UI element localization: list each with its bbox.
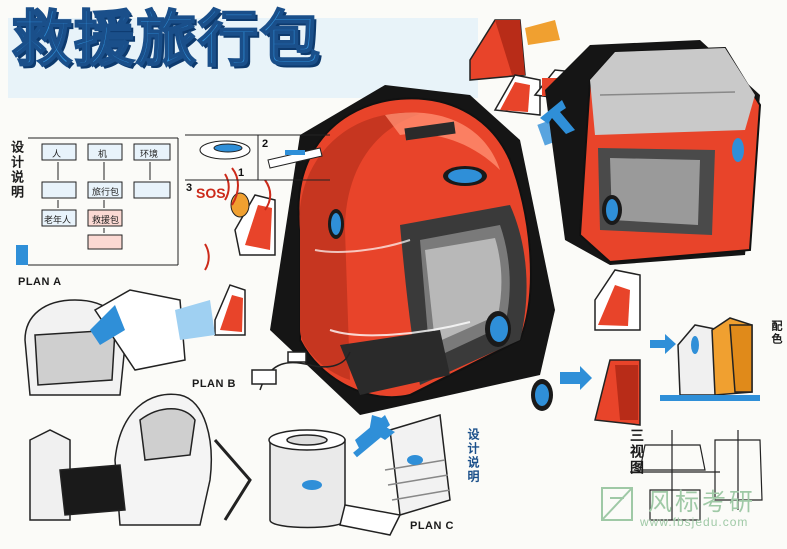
sos-label: SOS <box>196 185 226 201</box>
flow-box-5: 救援包 <box>92 216 120 226</box>
three-view-drawing <box>630 430 763 521</box>
flow-box-4: 旅行包 <box>92 188 120 198</box>
side-caption: 配色 <box>770 320 783 346</box>
title-highlight <box>8 18 478 98</box>
flow-box-3: 环境 <box>140 150 159 160</box>
watermark-url: www.fbsjedu.com <box>640 515 749 529</box>
watermark-logo <box>601 487 633 521</box>
main-product-sketch <box>297 97 532 399</box>
plan-b-cable <box>251 351 351 391</box>
color-variants <box>660 317 760 401</box>
flow-box-1: 人 <box>52 150 62 160</box>
plan-c-label: PLAN C <box>410 520 454 532</box>
plan-b-label: PLAN B <box>192 378 236 390</box>
flow-chart <box>16 137 179 266</box>
bottom-caption: 设计说明 <box>466 428 480 484</box>
right-product-sketch <box>545 40 762 265</box>
direction-arrows <box>368 100 676 440</box>
page-title: 救援旅行包 <box>11 5 322 75</box>
small-red-sketch-middle <box>214 192 641 426</box>
watermark-text: 风标考研 <box>648 488 756 516</box>
step-number-1: 1 <box>238 167 245 179</box>
flow-box-6: 老年人 <box>44 216 72 226</box>
plan-a-label: PLAN A <box>18 276 62 288</box>
plan-a-sketch <box>24 289 215 396</box>
flow-box-2: 机 <box>98 150 108 160</box>
left-caption: 设计说明 <box>8 140 23 200</box>
views-caption: 三视图 <box>628 428 644 476</box>
step-number-3: 3 <box>186 182 193 194</box>
bottom-tube-sketch <box>339 414 451 536</box>
numbered-panels <box>185 134 330 181</box>
step-number-2: 2 <box>262 138 269 150</box>
sos-waves <box>204 167 272 271</box>
bottom-left-sketches <box>29 393 252 526</box>
